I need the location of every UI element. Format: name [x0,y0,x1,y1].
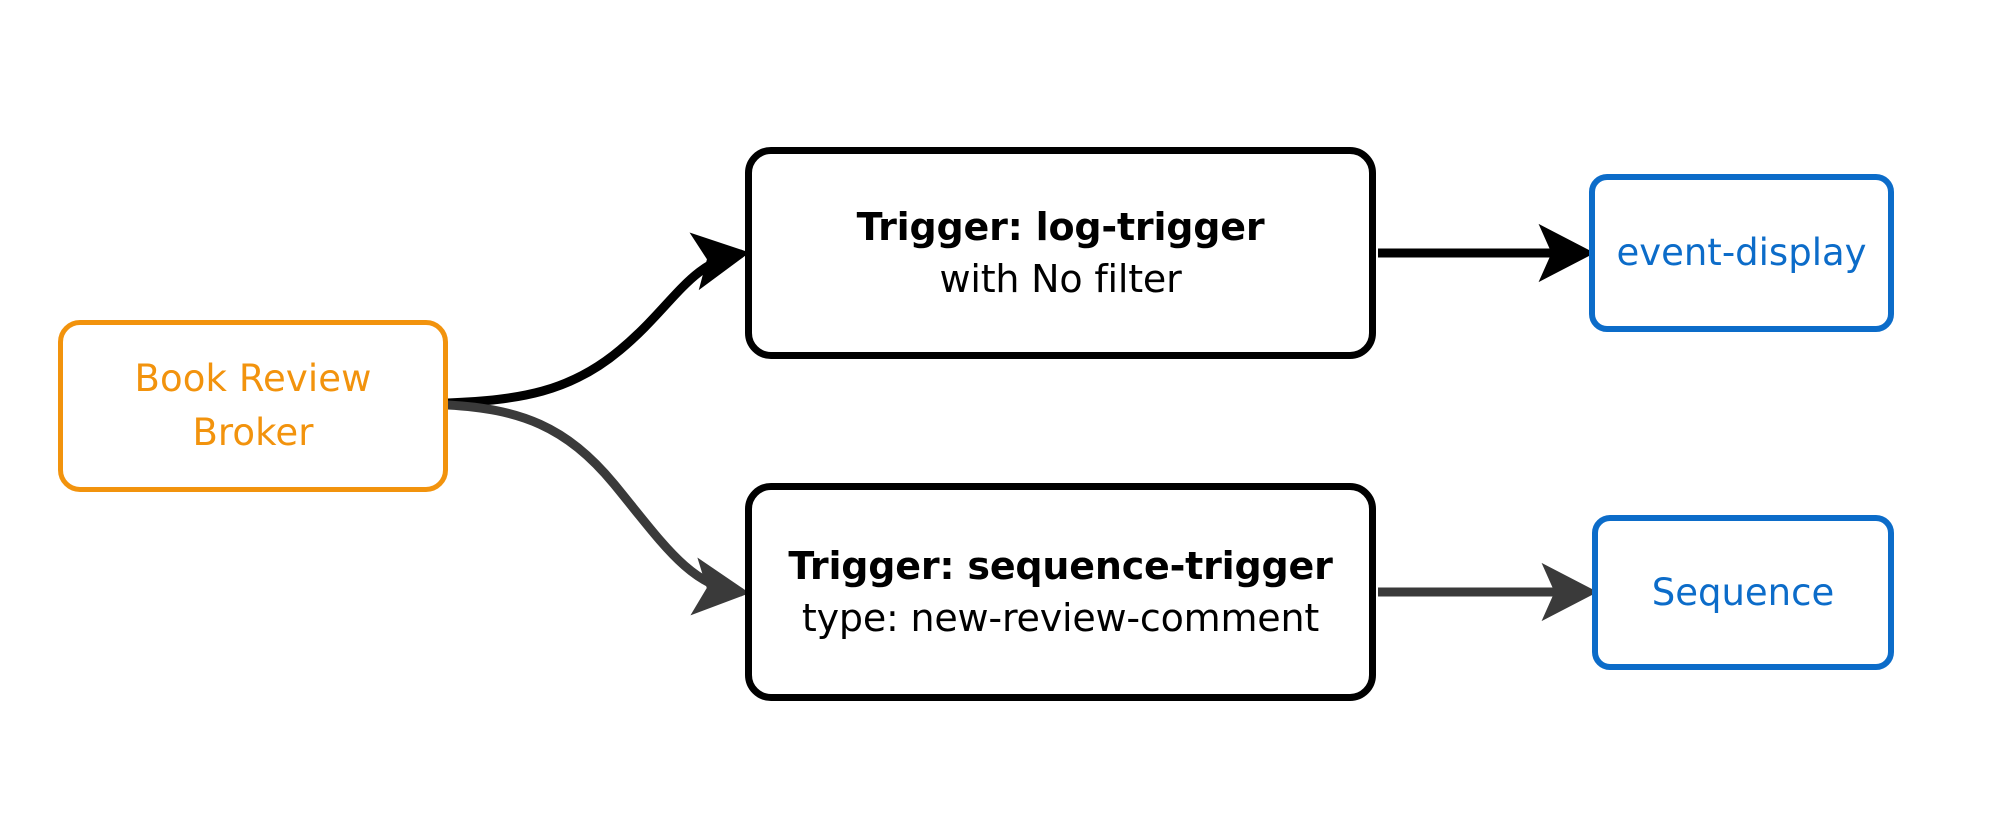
edge-broker-to-log-trigger [443,232,750,408]
broker-label-line-2: Broker [192,411,314,454]
node-sequence-trigger[interactable]: Trigger: sequence-trigger type: new-revi… [745,483,1376,701]
event-display-label: event-display [1616,231,1867,274]
node-log-trigger[interactable]: Trigger: log-trigger with No filter [745,147,1376,359]
broker-label-line-1: Book Review [134,357,372,400]
log-trigger-title: Trigger: log-trigger [856,205,1265,249]
node-event-display[interactable]: event-display [1589,174,1894,332]
sequence-trigger-title: Trigger: sequence-trigger [788,544,1333,588]
node-sequence[interactable]: Sequence [1592,515,1894,670]
sequence-label: Sequence [1651,570,1835,614]
log-trigger-subtitle: with No filter [939,257,1182,301]
edge-broker-to-sequence-trigger [443,400,750,616]
node-book-review-broker[interactable]: Book Review Broker [58,320,448,492]
sequence-trigger-subtitle: type: new-review-comment [801,596,1320,640]
